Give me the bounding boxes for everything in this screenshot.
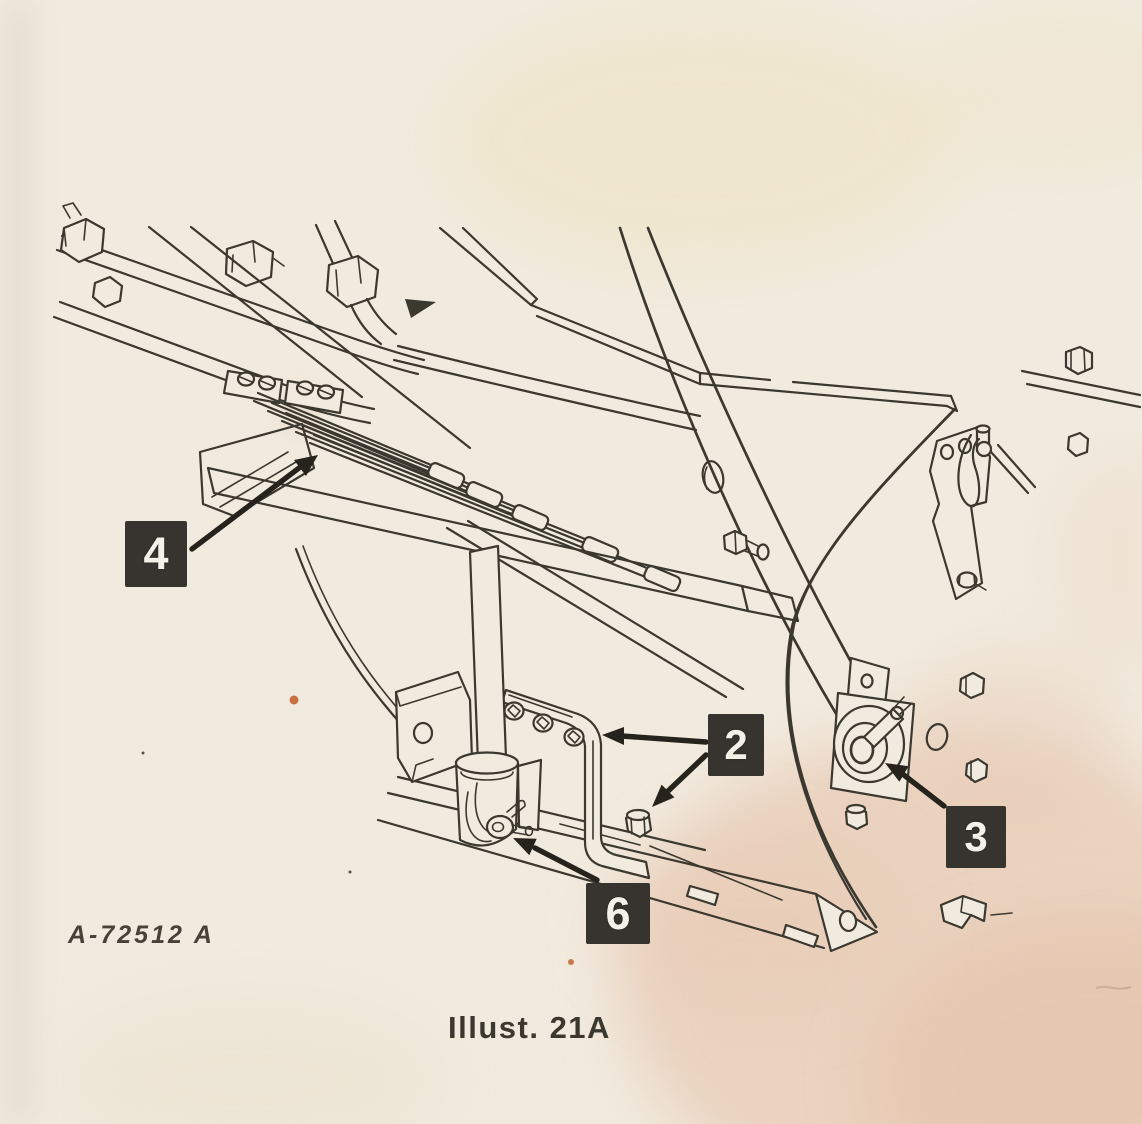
callout-label: 6 [605,887,631,939]
pivot-assembly [829,656,916,831]
hex-bolt-icon [624,808,653,839]
left-mounting-bracket [394,670,474,784]
stain-top-yellow [440,10,960,270]
carriage-bolt-icon [503,701,525,721]
callout-box-4: 4 [125,521,187,587]
hex-nut-icon [958,671,986,700]
hex-bolt-icon [844,803,869,831]
tube-clamp [222,369,345,415]
frame-arms [147,225,702,450]
notch-block [939,894,1013,930]
callout-box-3: 3 [946,806,1006,868]
drawing-number: A-72512 A [68,921,215,949]
scraper-plate-stack [198,391,682,593]
callout-box-2: 2 [708,714,764,776]
hose-fitting-icon [91,275,124,309]
hex-nut-icon [964,757,989,784]
hose-fitting-icon [224,239,285,288]
tube-nut-icon [325,254,380,309]
callout-box-6: 6 [586,883,650,944]
equipment-line-drawing [52,202,1142,953]
rust-speck [289,695,299,705]
carriage-bolt-icon [563,727,585,747]
callout-arrows [189,455,947,883]
washer-icon [925,723,949,751]
moldboard-blade [698,369,1142,929]
hatched-wedge [198,422,316,518]
blade-anchor-bracket [928,424,1037,601]
loose-hardware [925,345,1094,784]
carriage-bolt-icon [532,713,554,733]
hydraulic-cylinder [454,544,543,847]
hex-nut-icon [1064,345,1094,376]
hairpin-clip-icon [957,433,981,508]
hydraulic-tubes [52,202,702,432]
cylinder-pin-icon [485,799,534,840]
callout-label: 2 [724,721,748,768]
callout-label: 4 [143,528,169,579]
mounting-strap [500,688,653,880]
lift-arm [618,226,878,742]
figure-caption: Illust. 21A [448,1010,611,1045]
hex-nut-icon [1066,431,1090,458]
arrow-from-4 [189,455,318,552]
hose-fitting-icon [59,202,106,264]
callout-label: 3 [964,813,988,860]
arrow-from-2-lower [652,752,709,807]
arrow-from-6 [513,838,600,883]
hex-bolt-icon [722,529,770,561]
paper-crease [1095,985,1132,990]
arrow-from-2-upper [602,727,709,745]
rust-speck [568,959,574,965]
hex-bolt-icon [956,571,987,591]
arrow-from-3 [885,763,947,809]
